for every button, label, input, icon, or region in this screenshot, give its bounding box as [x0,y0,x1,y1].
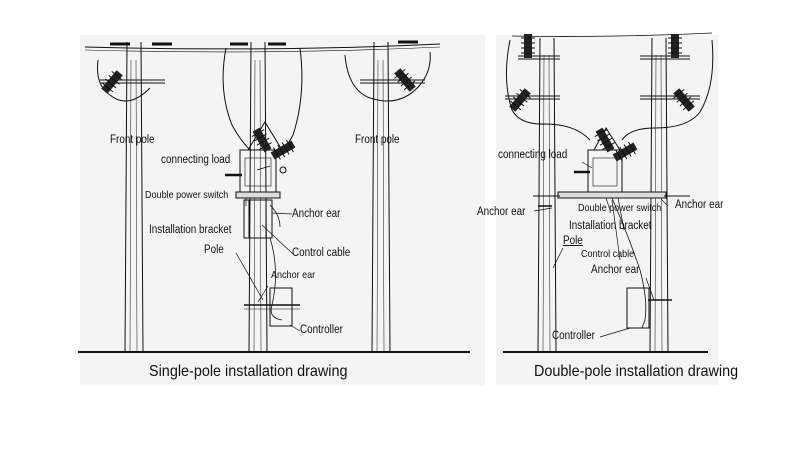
double-controller-box [626,287,650,329]
installation-bracket [243,199,273,239]
label-anchor-ear-right-double: Anchor ear [675,199,724,211]
double-control-cable [611,197,647,329]
double-pole-panel [496,32,718,385]
label-anchor-ear-lower-double: Anchor ear [591,264,640,276]
controller-box [269,287,293,327]
label-pole: Pole [204,244,224,256]
right-front-pole [344,41,431,353]
left-overhead-line [84,43,441,50]
double-left-pole [505,33,591,353]
center-pole [222,41,303,353]
label-connecting-load-double: connecting load [498,149,568,161]
label-pole-double: Pole [563,235,583,247]
right-overhead-line [511,32,713,37]
label-controller: Controller [300,324,343,336]
label-installation-bracket-double: Installation bracket [569,220,652,232]
label-control-cable: Control cable [292,247,351,259]
caption-double-pole: Double-pole installation drawing [534,363,739,380]
label-front-pole-left: Front pole [110,134,155,146]
single-pole-panel [78,35,485,385]
label-double-power-switch-double: Double power switch [578,202,662,214]
label-controller-double: Controller [552,330,595,342]
left-front-pole [97,41,165,353]
caption-single-pole: Single-pole installation drawing [149,363,348,380]
label-control-cable-double: Control cable [581,248,635,260]
label-double-power-switch: Double power switch [145,189,229,201]
left-panel-background [80,35,485,385]
label-front-pole-right: Front pole [355,134,400,146]
label-installation-bracket: Installation bracket [149,224,232,236]
label-anchor-ear-top: Anchor ear [292,208,341,220]
label-anchor-ear-left-double: Anchor ear [477,206,526,218]
label-anchor-ear-bottom: Anchor ear [271,269,316,281]
double-crossarm [557,191,667,199]
label-connecting-load: connecting load [161,154,231,166]
